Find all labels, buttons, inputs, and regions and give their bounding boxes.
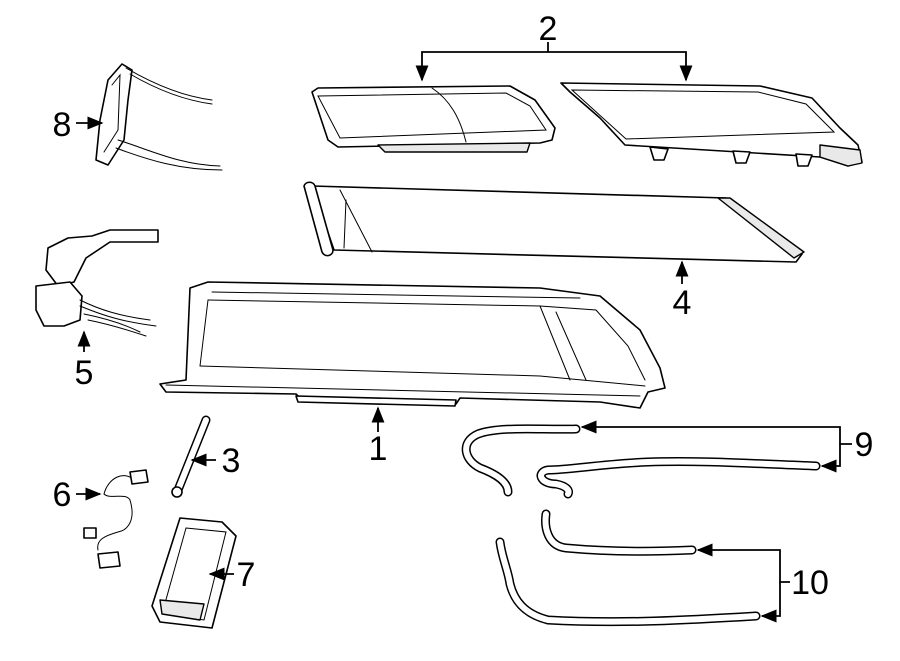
callout-3: 3 <box>222 442 241 480</box>
callout-1: 1 <box>369 430 388 468</box>
drive-motor <box>35 229 159 337</box>
callout-5: 5 <box>75 354 94 392</box>
drain-seal <box>171 415 211 498</box>
front-drain-tubes <box>461 424 821 499</box>
sunshade <box>303 181 805 263</box>
callout-10: 10 <box>791 564 829 602</box>
leader-lines <box>76 42 852 623</box>
callout-4: 4 <box>673 284 692 322</box>
glass-panel-rear <box>560 82 863 167</box>
sunroof-frame <box>159 281 666 409</box>
mounting-bracket <box>151 517 237 629</box>
callout-6: 6 <box>53 476 72 514</box>
wind-deflector <box>95 63 223 171</box>
glass-panel-front <box>311 85 556 153</box>
wire-harness <box>83 469 149 569</box>
callout-7: 7 <box>237 556 256 594</box>
callout-2: 2 <box>539 10 558 48</box>
rear-drain-tubes <box>495 509 761 627</box>
callout-8: 8 <box>53 106 72 144</box>
callout-9: 9 <box>855 426 874 464</box>
